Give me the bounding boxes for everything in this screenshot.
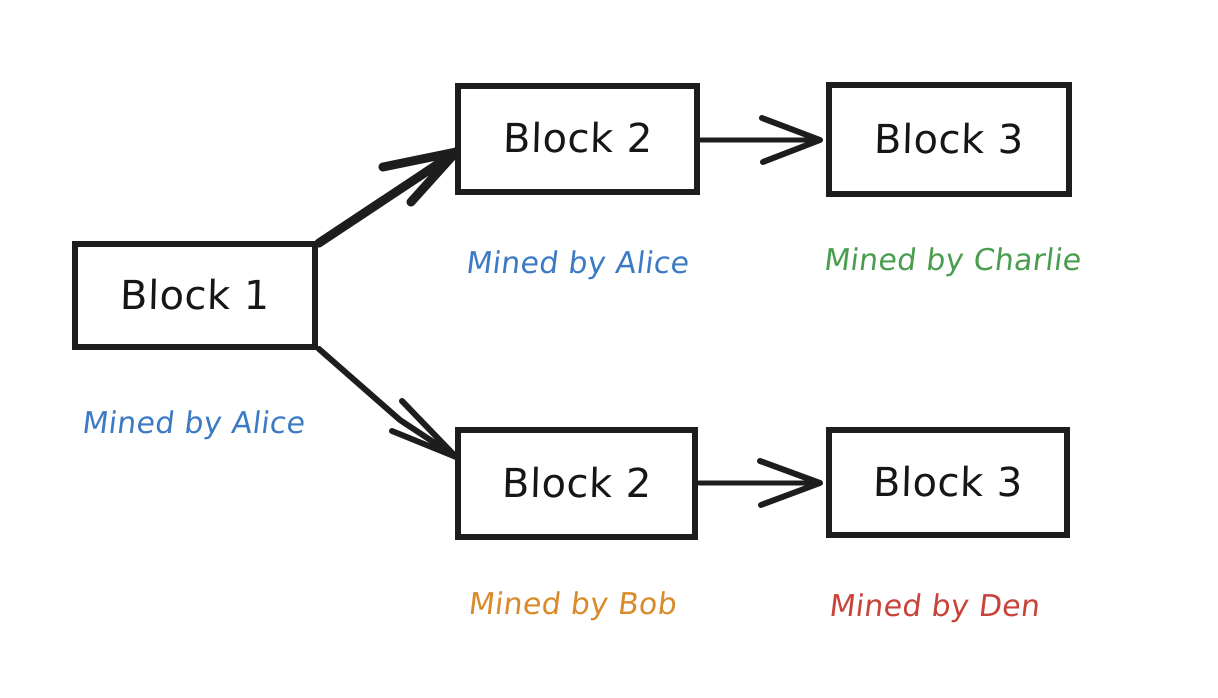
block-label: Block 2 — [501, 116, 654, 162]
block-node-block2-lower[interactable]: Block 2 — [455, 427, 698, 540]
block-label: Block 1 — [119, 272, 271, 319]
miner-label-block3-lower: Mined by Den — [827, 589, 1043, 624]
block-label: Block 2 — [500, 460, 653, 507]
miner-label-block3-upper: Mined by Charlie — [822, 243, 1084, 278]
miner-label-block1: Mined by Alice — [80, 406, 308, 441]
arrow-block1-to-block2-lower — [316, 346, 459, 460]
block-node-block2-upper[interactable]: Block 2 — [455, 83, 700, 195]
block-label: Block 3 — [872, 459, 1024, 506]
block-node-block3-lower[interactable]: Block 3 — [826, 427, 1070, 538]
miner-label-block2-upper: Mined by Alice — [464, 246, 692, 281]
arrow-block1-to-block2-upper — [314, 147, 461, 248]
arrow-block2-to-block3-upper — [698, 115, 823, 165]
block-node-block3-upper[interactable]: Block 3 — [826, 82, 1072, 197]
block-label: Block 3 — [873, 116, 1025, 163]
arrow-block2-to-block3-lower — [696, 458, 823, 508]
block-node-block1[interactable]: Block 1 — [72, 241, 318, 350]
miner-label-block2-lower: Mined by Bob — [466, 587, 680, 622]
